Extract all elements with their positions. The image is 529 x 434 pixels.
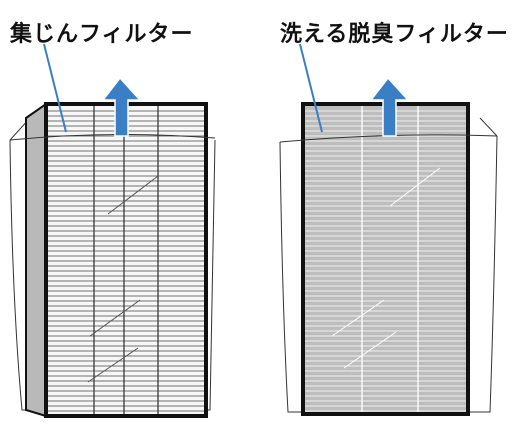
dust-filter-reflection xyxy=(87,175,159,383)
deodorizing-filter-reflection xyxy=(331,167,441,369)
up-arrow-icon xyxy=(101,76,142,137)
deodorizing-filter-label: 洗える脱臭フィルター xyxy=(280,22,509,47)
deodorizing-filter-mesh xyxy=(305,106,466,412)
dust-filter-bag-front xyxy=(9,133,216,141)
dust-filter-label: 集じんフィルター xyxy=(10,22,194,47)
deodorizing-filter-group xyxy=(279,76,498,416)
dust-filter-group xyxy=(9,76,216,418)
dust-filter-mesh xyxy=(48,106,204,414)
up-arrow-icon xyxy=(369,76,410,137)
deodorizing-filter-leader-line xyxy=(299,43,323,133)
dust-filter-leader-line xyxy=(43,43,67,133)
deodorizing-filter-panel xyxy=(301,102,470,416)
dust-filter-side-edge xyxy=(25,102,47,418)
